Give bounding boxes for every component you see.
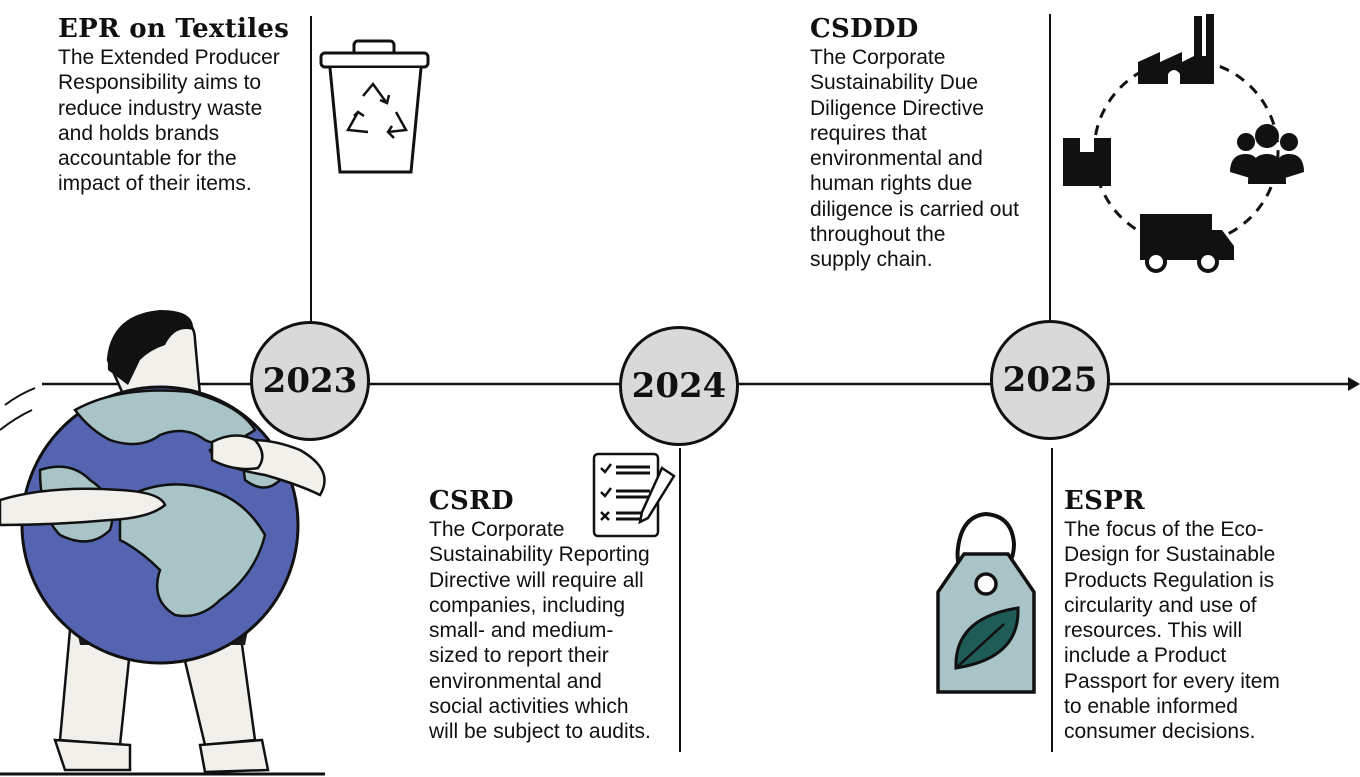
event-title: ESPR <box>1064 486 1145 516</box>
year-marker-2025: 2025 <box>990 320 1110 440</box>
event-description: The focus of the Eco- Design for Sustain… <box>1064 518 1280 744</box>
truck-icon <box>1140 214 1234 273</box>
package-icon <box>1063 138 1111 186</box>
people-icon <box>1230 124 1304 184</box>
event-description: The Corporate Sustainability Due Diligen… <box>810 46 1019 272</box>
checklist-pencil-icon <box>592 452 676 538</box>
eco-tag-icon <box>936 511 1036 694</box>
person-hugging-globe-illustration <box>0 310 326 776</box>
event-espr: ESPR The focus of the Eco- Design for Su… <box>1064 486 1324 745</box>
event-title: CSDDD <box>810 14 919 44</box>
connector-line-2023 <box>310 16 312 322</box>
event-csrd: CSRD The Corporate Sustainability Report… <box>429 486 679 745</box>
event-title: CSRD <box>429 486 514 516</box>
event-csddd: CSDDD The Corporate Sustainability Due D… <box>810 14 1048 273</box>
supply-chain-cycle-icon <box>1063 14 1304 273</box>
event-description: The Corporate Sustainability Reporting D… <box>429 518 651 744</box>
factory-icon <box>1138 14 1214 84</box>
connector-line-2024 <box>679 448 681 752</box>
recycle-bin-icon <box>319 39 430 174</box>
event-description: The Extended Producer Responsibility aim… <box>58 46 280 196</box>
connector-line-2025-top <box>1049 14 1051 324</box>
event-epr: EPR on Textiles The Extended Producer Re… <box>58 14 308 197</box>
year-marker-2024: 2024 <box>619 326 739 446</box>
year-marker-2023: 2023 <box>250 321 370 441</box>
event-title: EPR on Textiles <box>58 14 290 44</box>
connector-line-2025-bottom <box>1051 448 1053 752</box>
